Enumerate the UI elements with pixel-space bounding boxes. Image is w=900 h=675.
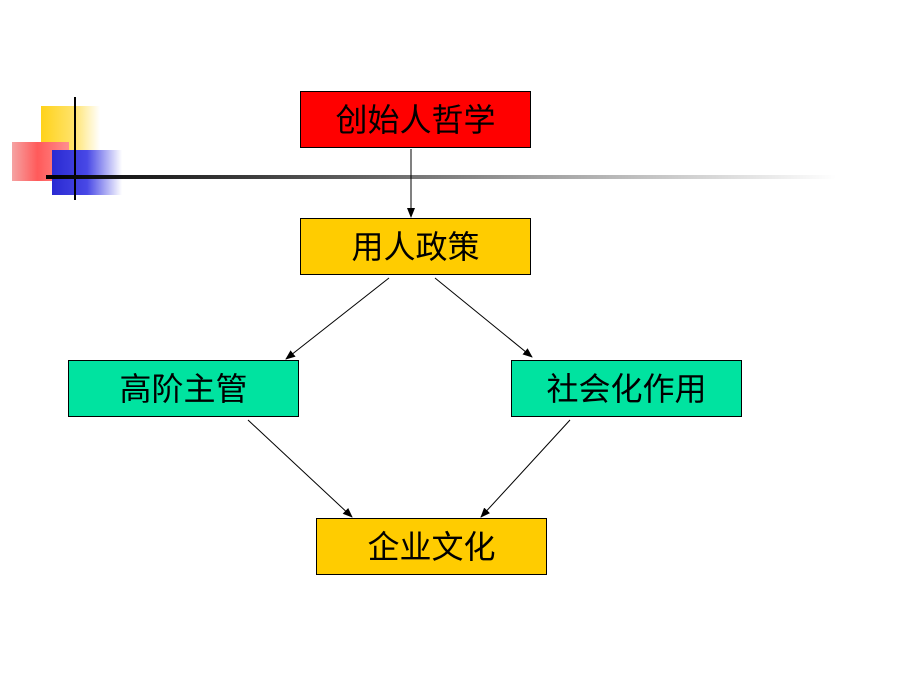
arrow-policy-to-social [434, 277, 533, 358]
logo-vertical-line [74, 97, 76, 200]
title-divider-line [46, 175, 836, 179]
logo-blue-square [52, 150, 122, 195]
arrow-social-to-culture [480, 419, 571, 518]
hiring-policy-box: 用人政策 [300, 218, 531, 275]
socialization-label: 社会化作用 [546, 369, 707, 408]
founder-philosophy-label: 创始人哲学 [335, 100, 496, 139]
hiring-policy-label: 用人政策 [351, 227, 480, 266]
senior-management-label: 高阶主管 [119, 369, 248, 408]
arrow-policy-to-executives [285, 277, 390, 360]
corporate-culture-label: 企业文化 [367, 527, 496, 566]
corporate-culture-box: 企业文化 [316, 518, 547, 575]
senior-management-box: 高阶主管 [68, 360, 299, 417]
socialization-box: 社会化作用 [511, 360, 742, 417]
founder-philosophy-box: 创始人哲学 [300, 91, 531, 148]
arrow-executives-to-culture [247, 419, 353, 518]
